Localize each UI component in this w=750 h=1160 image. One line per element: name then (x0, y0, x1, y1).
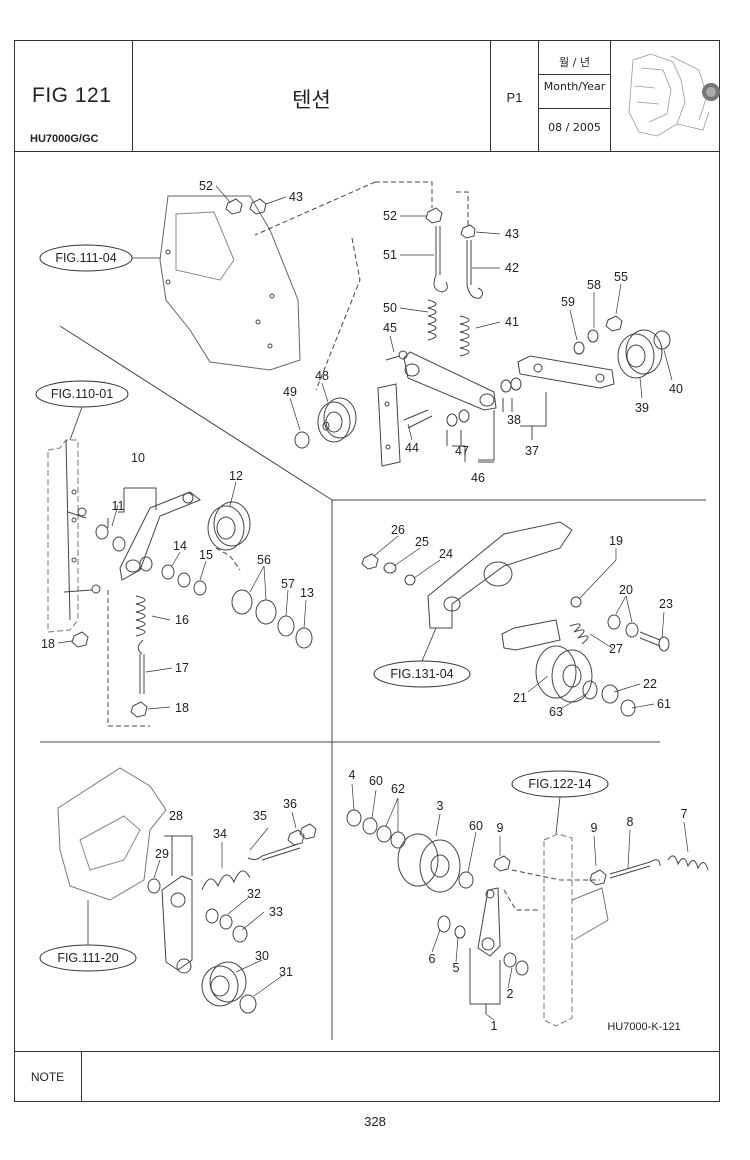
callout: 36 (283, 797, 297, 811)
section-divider (59, 325, 333, 501)
callout: 31 (279, 965, 293, 979)
page-code-cell: P1 (491, 40, 539, 152)
callout: 40 (669, 382, 683, 396)
callout: 59 (561, 295, 575, 309)
figure-label: FIG 121 (32, 84, 112, 107)
date-cell: 월 / 년 Month/Year 08 / 2005 (539, 40, 611, 152)
callout: 6 (429, 952, 436, 966)
model-label: HU7000G/GC (30, 133, 99, 145)
title-cell: 텐션 (133, 40, 491, 152)
note-label: NOTE (14, 1052, 82, 1102)
callout: 3 (437, 799, 444, 813)
callout: 16 (175, 613, 189, 627)
callout: 33 (269, 905, 283, 919)
callout: 27 (609, 642, 623, 656)
callout: 58 (587, 278, 601, 292)
fig-ref-122-14: FIG.122-14 (528, 777, 591, 791)
callout: 61 (657, 697, 671, 711)
callout: 23 (659, 597, 673, 611)
callout: 42 (505, 261, 519, 275)
callout: 22 (643, 677, 657, 691)
callout: 20 (619, 583, 633, 597)
callout: 10 (131, 451, 145, 465)
date-label-english: Month/Year (543, 80, 606, 93)
callout: 11 (112, 499, 125, 513)
callout: 30 (255, 949, 269, 963)
callout: 9 (591, 821, 598, 835)
callout: 4 (349, 768, 356, 782)
callout: 35 (253, 809, 267, 823)
callout: 32 (247, 887, 261, 901)
callout: 60 (469, 819, 483, 833)
machine-thumbnail-cell (611, 40, 720, 152)
callout: 50 (383, 301, 397, 315)
callout: 47 (455, 444, 469, 458)
callout: 51 (383, 248, 397, 262)
date-value: 08 / 2005 (548, 121, 601, 134)
callout: 60 (369, 774, 383, 788)
callout: 19 (609, 534, 623, 548)
fig-ref-111-20: FIG.111-20 (57, 951, 118, 965)
callout: 63 (549, 705, 563, 719)
callout: 28 (169, 809, 183, 823)
callout: 17 (175, 661, 189, 675)
page-code: P1 (506, 90, 523, 105)
callout: 37 (525, 444, 539, 458)
callout: 13 (300, 586, 314, 600)
callout: 14 (173, 539, 187, 553)
callout: 62 (391, 782, 405, 796)
callout: 38 (507, 413, 521, 427)
callout: 15 (199, 548, 213, 562)
callout: 52 (383, 209, 397, 223)
page-number: 328 (364, 1114, 386, 1129)
callout: 41 (505, 315, 519, 329)
callout: 39 (635, 401, 649, 415)
note-bar: NOTE (14, 1051, 720, 1102)
title-block: FIG 121 HU7000G/GC 텐션 P1 월 / 년 Month/Yea… (14, 40, 720, 152)
callout: 34 (213, 827, 227, 841)
callout: 1 (491, 1019, 498, 1033)
callout: 52 (199, 179, 213, 193)
callout: 24 (439, 547, 453, 561)
callout: 18 (175, 701, 189, 715)
callout: 7 (681, 807, 688, 821)
fig-ref-110-01: FIG.110-01 (51, 387, 113, 401)
fig-ref-131-04: FIG.131-04 (390, 667, 453, 681)
callout: 29 (155, 847, 169, 861)
callout: 26 (391, 523, 405, 537)
callout: 18 (41, 637, 55, 651)
machine-thumbnail-image (628, 53, 720, 137)
callout: 9 (497, 821, 504, 835)
callout: 45 (383, 321, 397, 335)
callout: 5 (453, 961, 460, 975)
callout: 12 (229, 469, 243, 483)
callout: 57 (281, 577, 295, 591)
callout: 49 (283, 385, 297, 399)
fig-ref-111-04: FIG.111-04 (55, 251, 116, 265)
drawing-code: HU7000-K-121 (607, 1021, 680, 1033)
callout: 55 (614, 270, 628, 284)
callout: 2 (507, 987, 514, 1001)
callout: 43 (289, 190, 303, 204)
callout: 44 (405, 441, 419, 455)
page-title: 텐션 (292, 88, 331, 112)
page-frame (14, 40, 720, 1102)
date-label-korean: 월 / 년 (559, 56, 590, 69)
callout: 43 (505, 227, 519, 241)
figure-cell: FIG 121 HU7000G/GC (14, 40, 133, 152)
callout: 48 (315, 369, 329, 383)
callout: 25 (415, 535, 429, 549)
callout: 8 (627, 815, 634, 829)
callout: 46 (471, 471, 485, 485)
callout: 56 (257, 553, 271, 567)
callout: 21 (513, 691, 527, 705)
